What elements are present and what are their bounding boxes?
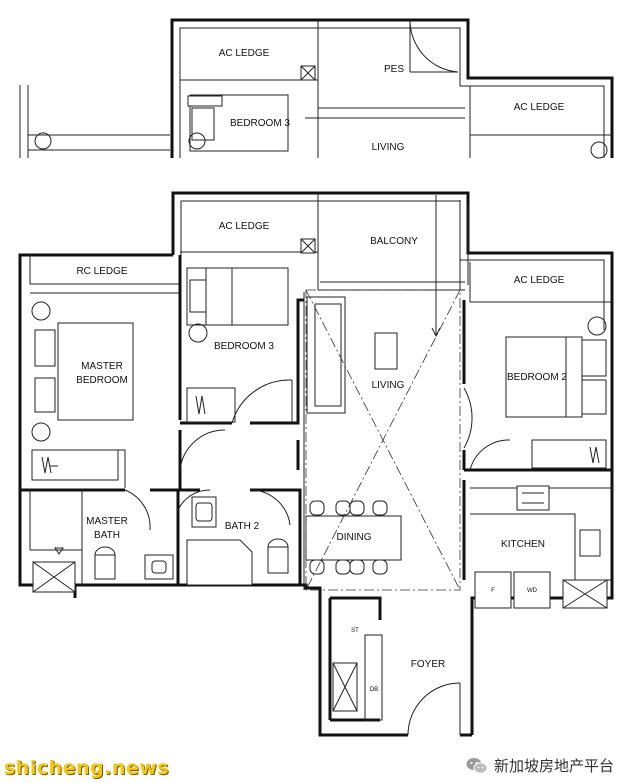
main-unit-plan: AC LEDGE BALCONY AC LEDGE RC LEDGE MASTE… bbox=[18, 191, 614, 737]
label-foyer: FOYER bbox=[411, 659, 445, 670]
label-top-ac-ledge-right: AC LEDGE bbox=[514, 102, 565, 113]
upper-unit-partial: AC LEDGE PES AC LEDGE BEDROOM 3 LIVING bbox=[19, 18, 614, 159]
wechat-icon bbox=[466, 757, 488, 775]
watermark-site: shicheng.news bbox=[4, 757, 170, 779]
label-store: ST bbox=[351, 628, 359, 634]
label-master-bath-2: BATH bbox=[94, 530, 120, 541]
watermark-wechat: 新加坡房地产平台 bbox=[466, 755, 614, 776]
label-kitchen: KITCHEN bbox=[501, 539, 545, 550]
label-top-living: LIVING bbox=[372, 142, 405, 153]
label-top-ac-ledge-left: AC LEDGE bbox=[219, 48, 270, 59]
label-bedroom2: BEDROOM 2 bbox=[507, 372, 567, 383]
label-bath2: BATH 2 bbox=[225, 521, 260, 532]
label-ac-ledge-right: AC LEDGE bbox=[514, 275, 565, 286]
label-balcony: BALCONY bbox=[370, 236, 418, 247]
label-washer-dryer: WD bbox=[527, 588, 538, 594]
label-rc-ledge: RC LEDGE bbox=[76, 266, 127, 277]
label-bedroom3: BEDROOM 3 bbox=[214, 341, 274, 352]
watermark-wechat-text: 新加坡房地产平台 bbox=[494, 757, 615, 775]
label-dining: DINING bbox=[337, 532, 372, 543]
label-master-bath-1: MASTER bbox=[86, 516, 128, 527]
label-master-bedroom-2: BEDROOM bbox=[76, 375, 128, 386]
label-db: DB bbox=[370, 687, 378, 693]
label-ac-ledge-top: AC LEDGE bbox=[219, 221, 270, 232]
label-top-pes: PES bbox=[384, 64, 404, 75]
label-master-bedroom-1: MASTER bbox=[81, 361, 123, 372]
label-top-bedroom3: BEDROOM 3 bbox=[230, 118, 290, 129]
label-living: LIVING bbox=[372, 380, 405, 391]
label-fridge: F bbox=[491, 588, 495, 594]
